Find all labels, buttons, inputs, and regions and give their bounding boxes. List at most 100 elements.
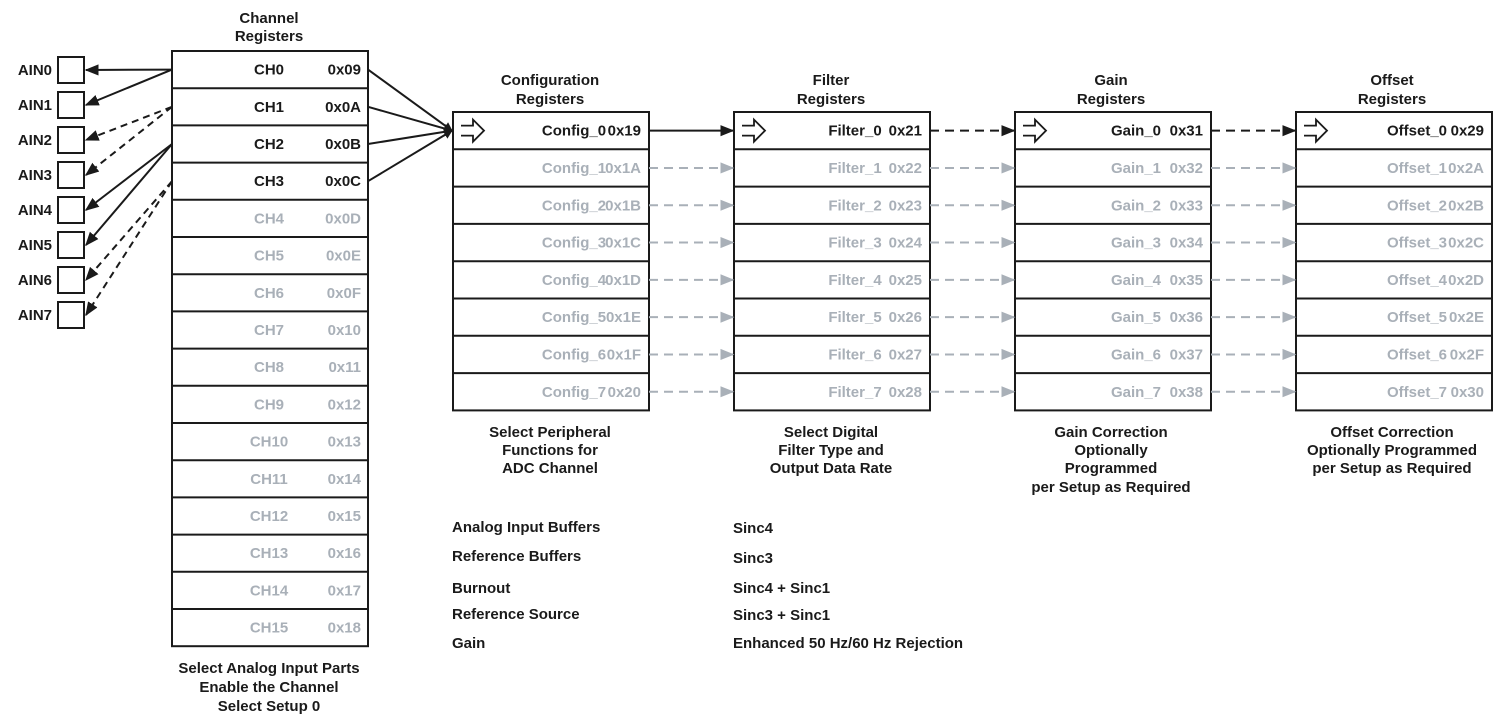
channel-addr-ch13: 0x16 (328, 545, 361, 562)
config-option-reference-buffers: Reference Buffers (452, 548, 581, 565)
gain-addr-gain-1: 0x32 (1170, 160, 1203, 177)
filter-option-sinc3: Sinc3 (733, 550, 773, 567)
right-arrow-outline-icon (461, 117, 486, 144)
ain-pin-box-ain1 (57, 91, 85, 119)
channel-name-ch4: CH4 (254, 210, 285, 227)
gain-caption-line-3: Programmed (1065, 460, 1158, 477)
config-name-config-5: Config_5 (542, 309, 606, 326)
gain-name-gain-1: Gain_1 (1111, 160, 1161, 177)
channel-to-config-wire-ch0 (367, 68, 453, 132)
channel-name-ch9: CH9 (254, 396, 284, 413)
channel-name-ch8: CH8 (254, 359, 284, 376)
ain-label-ain4: AIN4 (18, 202, 53, 219)
filter-caption-line-1: Select Digital (784, 424, 878, 441)
filter-caption-line-2: Filter Type and (778, 442, 884, 459)
channel-to-ain-wire-4 (84, 143, 173, 211)
gain-addr-gain-4: 0x35 (1170, 272, 1203, 289)
filter-addr-filter-5: 0x26 (889, 309, 922, 326)
gain-name-gain-2: Gain_2 (1111, 197, 1161, 214)
channel-registers-heading-line-1: Channel (239, 10, 298, 27)
offset-addr-offset-6: 0x2F (1450, 346, 1484, 363)
ain-label-ain6: AIN6 (18, 272, 52, 289)
filter-name-filter-6: Filter_6 (828, 346, 881, 363)
channel-to-config-wire-ch3 (367, 129, 453, 183)
channel-name-ch5: CH5 (254, 248, 284, 265)
config-addr-config-6: 0x1F (607, 346, 641, 363)
filter-addr-filter-2: 0x23 (889, 197, 922, 214)
channel-to-config-wire-ch1 (367, 105, 453, 133)
channel-addr-ch10: 0x13 (328, 434, 361, 451)
channel-addr-ch4: 0x0D (325, 210, 361, 227)
offset-caption-line-1: Offset Correction (1330, 424, 1453, 441)
gain-name-gain-0: Gain_0 (1111, 123, 1161, 140)
ain-label-ain1: AIN1 (18, 97, 52, 114)
config-caption-line-1: Select Peripheral (489, 424, 611, 441)
offset-name-offset-4: Offset_4 (1387, 272, 1448, 289)
filter-addr-filter-1: 0x22 (889, 160, 922, 177)
filter-caption-line-3: Output Data Rate (770, 460, 893, 477)
filter-name-filter-5: Filter_5 (828, 309, 881, 326)
channel-to-ain-wire-7 (85, 180, 173, 317)
offset-addr-offset-4: 0x2D (1448, 272, 1484, 289)
channel-name-ch7: CH7 (254, 322, 284, 339)
config-addr-config-4: 0x1D (605, 272, 641, 289)
channel-addr-ch11: 0x14 (328, 471, 362, 488)
ain-label-ain5: AIN5 (18, 237, 52, 254)
gain-name-gain-5: Gain_5 (1111, 309, 1161, 326)
gain-caption-line-1: Gain Correction (1054, 424, 1167, 441)
offset-name-offset-0: Offset_0 (1387, 123, 1447, 140)
ain-pin-box-ain3 (57, 161, 85, 189)
filter-option-sinc4-sinc1: Sinc4 + Sinc1 (733, 580, 830, 597)
offset-registers-heading-line-1: Offset (1370, 72, 1413, 89)
config-caption-line-3: ADC Channel (502, 460, 598, 477)
channel-addr-ch9: 0x12 (328, 396, 361, 413)
gain-addr-gain-3: 0x34 (1170, 235, 1204, 252)
offset-addr-offset-7: 0x30 (1451, 384, 1484, 401)
right-arrow-outline-icon (742, 117, 767, 144)
config-registers-heading-line-2: Registers (516, 91, 584, 108)
config-option-burnout: Burnout (452, 580, 510, 597)
filter-addr-filter-3: 0x24 (889, 235, 923, 252)
ain-pin-box-ain2 (57, 126, 85, 154)
channel-caption-line-1: Select Analog Input Parts (178, 660, 359, 677)
filter-registers-heading-line-1: Filter (813, 72, 850, 89)
channel-addr-ch8: 0x11 (328, 359, 361, 376)
gain-addr-gain-6: 0x37 (1170, 346, 1203, 363)
config-option-analog-input-buffers: Analog Input Buffers (452, 519, 600, 536)
gain-registers-heading-line-1: Gain (1094, 72, 1127, 89)
config-addr-config-5: 0x1E (606, 309, 641, 326)
offset-addr-offset-0: 0x29 (1451, 123, 1484, 140)
right-arrow-outline-icon (1304, 117, 1329, 144)
offset-caption-line-3: per Setup as Required (1312, 460, 1471, 477)
right-arrow-outline-icon (1023, 117, 1048, 144)
filter-name-filter-4: Filter_4 (828, 272, 882, 289)
gain-addr-gain-0: 0x31 (1170, 123, 1203, 140)
connection-wires (84, 64, 1297, 398)
gain-name-gain-4: Gain_4 (1111, 272, 1162, 289)
channel-name-ch0: CH0 (254, 62, 284, 79)
ain-label-ain2: AIN2 (18, 132, 52, 149)
filter-addr-filter-4: 0x25 (889, 272, 922, 289)
config-addr-config-1: 0x1A (605, 160, 641, 177)
gain-addr-gain-7: 0x38 (1170, 384, 1203, 401)
channel-name-ch13: CH13 (250, 545, 288, 562)
gain-caption-line-2: Optionally (1074, 442, 1148, 459)
config-name-config-7: Config_7 (542, 384, 606, 401)
gain-name-gain-7: Gain_7 (1111, 384, 1161, 401)
offset-name-offset-3: Offset_3 (1387, 235, 1447, 252)
channel-name-ch10: CH10 (250, 434, 288, 451)
offset-caption-line-2: Optionally Programmed (1307, 442, 1477, 459)
channel-addr-ch7: 0x10 (328, 322, 361, 339)
ain-pin-box-ain0 (57, 56, 85, 84)
config-name-config-0: Config_0 (542, 123, 606, 140)
filter-name-filter-0: Filter_0 (828, 123, 881, 140)
channel-addr-ch14: 0x17 (328, 582, 361, 599)
channel-name-ch3: CH3 (254, 173, 284, 190)
channel-to-ain-wire-1 (84, 68, 173, 106)
offset-name-offset-5: Offset_5 (1387, 309, 1447, 326)
config-addr-config-7: 0x20 (608, 384, 641, 401)
gain-name-gain-6: Gain_6 (1111, 346, 1161, 363)
gain-addr-gain-5: 0x36 (1170, 309, 1203, 326)
